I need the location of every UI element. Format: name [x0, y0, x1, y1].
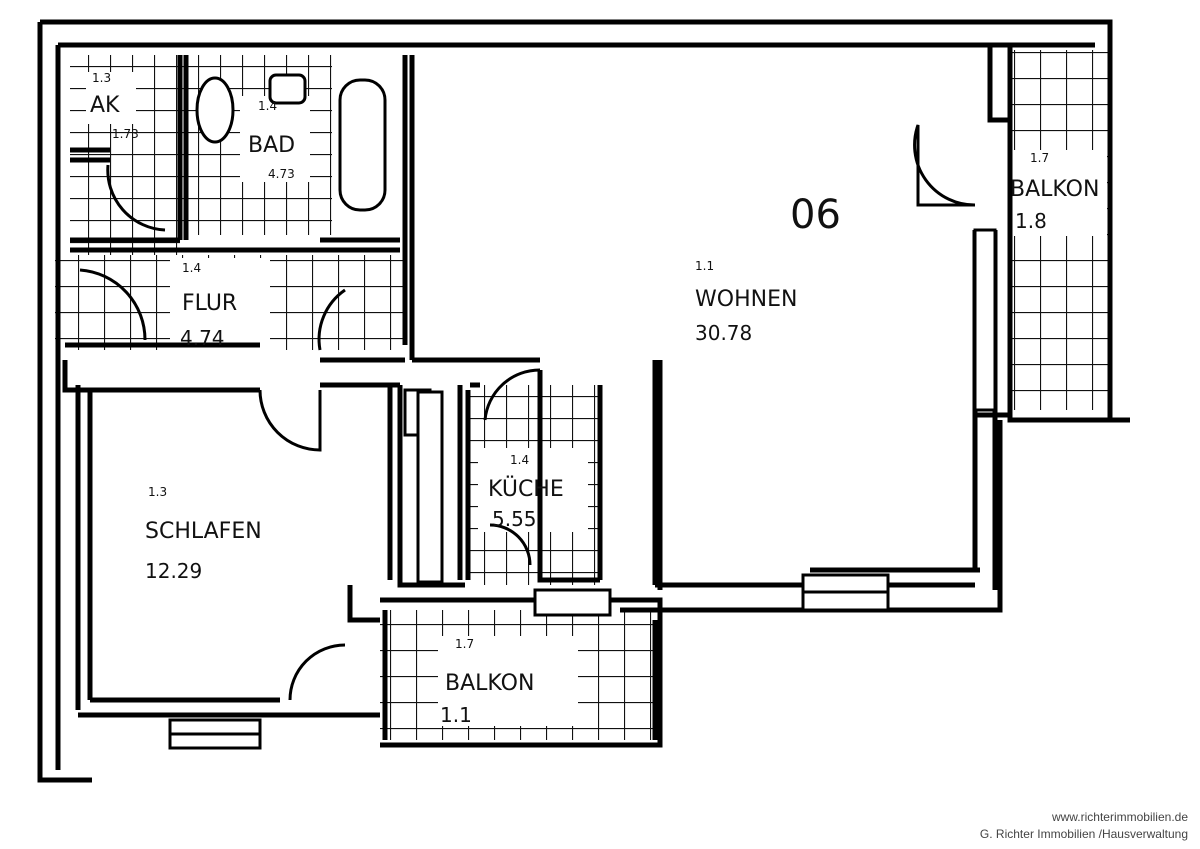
bad-area: 4.73 — [268, 167, 295, 181]
balkon-east-name: BALKON — [1010, 177, 1099, 202]
door-swings — [79, 124, 976, 701]
credit-website: www.richterimmobilien.de — [1051, 810, 1188, 824]
windows — [168, 78, 997, 750]
unit-number: 06 — [790, 192, 841, 238]
kueche-name: KÜCHE — [488, 476, 564, 502]
bad-number: 1.4 — [258, 99, 277, 113]
fixtures — [195, 73, 444, 584]
tiled-floors — [55, 50, 1110, 740]
balkon-south-name: BALKON — [445, 671, 534, 696]
kueche-number: 1.4 — [510, 453, 529, 467]
schlafen-number: 1.3 — [148, 485, 167, 499]
flur-name: FLUR — [182, 291, 237, 316]
balkon-east-area: 1.8 — [1015, 209, 1047, 233]
wohnen-number: 1.1 — [695, 259, 714, 273]
flur-number: 1.4 — [182, 261, 201, 275]
balkon-south-number: 1.7 — [455, 637, 474, 651]
bad-name: BAD — [248, 133, 295, 158]
ak-number: 1.3 — [92, 71, 111, 85]
flur-area: 4.74 — [180, 326, 225, 350]
schlafen-area: 12.29 — [145, 559, 202, 583]
schlafen-name: SCHLAFEN — [145, 519, 262, 544]
wohnen-area: 30.78 — [695, 321, 752, 345]
wohnen-name: WOHNEN — [695, 287, 797, 312]
balkon-east-number: 1.7 — [1030, 151, 1049, 165]
walls — [37, 19, 1130, 783]
credit-company: G. Richter Immobilien /Hausverwaltung — [979, 827, 1188, 841]
balkon-south-area: 1.1 — [440, 703, 472, 727]
ak-name: AK — [90, 93, 120, 118]
room-labels: 06 1.3 AK 1.73 1.4 BAD 4.73 1.4 FLUR 4.7… — [90, 71, 1099, 727]
ak-area: 1.73 — [112, 127, 139, 141]
kueche-area: 5.55 — [492, 507, 537, 531]
